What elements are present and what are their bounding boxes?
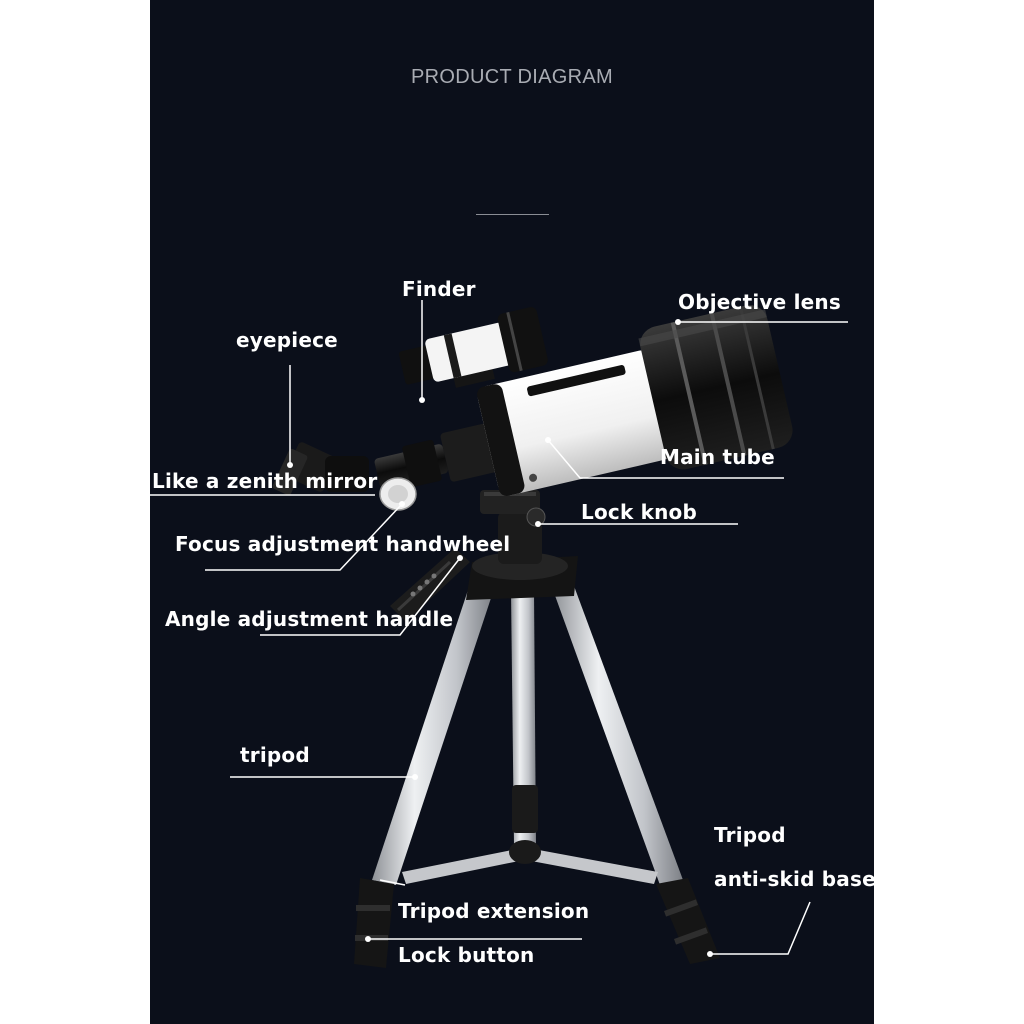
finder-scope (398, 307, 548, 388)
telescope-body (374, 305, 793, 496)
label-tripod-base-line2: anti-skid base (714, 867, 874, 891)
leader-tripod-base (710, 901, 811, 955)
label-tripod-extension: Tripod extension (398, 899, 590, 923)
tripod-foot-right (656, 878, 720, 964)
main-tube-graphic (477, 350, 674, 496)
label-main-tube: Main tube (660, 445, 775, 469)
label-focus-handwheel: Focus adjustment handwheel (175, 532, 511, 556)
tripod-leg-right (553, 586, 683, 885)
label-angle-handle: Angle adjustment handle (165, 607, 454, 631)
leader-tripod-extension (379, 879, 406, 886)
leader-lines (150, 300, 848, 955)
telescope-illustration (150, 300, 848, 968)
tripod-leg-left (372, 590, 493, 885)
label-lock-knob: Lock knob (581, 500, 697, 524)
tripod-foot-left (354, 878, 394, 968)
tripod-head (390, 490, 578, 622)
label-eyepiece: eyepiece (236, 328, 338, 352)
label-lock-button: Lock button (398, 943, 535, 967)
angle-handle (390, 548, 470, 622)
label-objective-lens: Objective lens (678, 290, 841, 314)
diagram-panel: PRODUCT DIAGRAM (150, 0, 874, 1024)
label-zenith-mirror: Like a zenith mirror (152, 469, 378, 493)
tripod-brace-hub (509, 840, 541, 864)
leader-focus-handwheel (205, 503, 403, 571)
tripod-brace-right (526, 848, 658, 884)
tripod-foot-center (512, 785, 538, 833)
tripod-leg-center (511, 592, 536, 845)
tripod-brace-left (402, 848, 524, 884)
label-tripod: tripod (240, 743, 310, 767)
tripod-legs (354, 586, 720, 968)
leader-angle-handle (260, 557, 461, 636)
diagram-heading: PRODUCT DIAGRAM (411, 66, 613, 88)
leader-dots (287, 319, 713, 957)
label-finder: Finder (402, 277, 476, 301)
label-tripod-base-line1: Tripod (714, 823, 786, 847)
heading-divider (476, 214, 549, 215)
leader-main-tube (547, 439, 784, 479)
eyepiece-graphic (272, 442, 369, 496)
